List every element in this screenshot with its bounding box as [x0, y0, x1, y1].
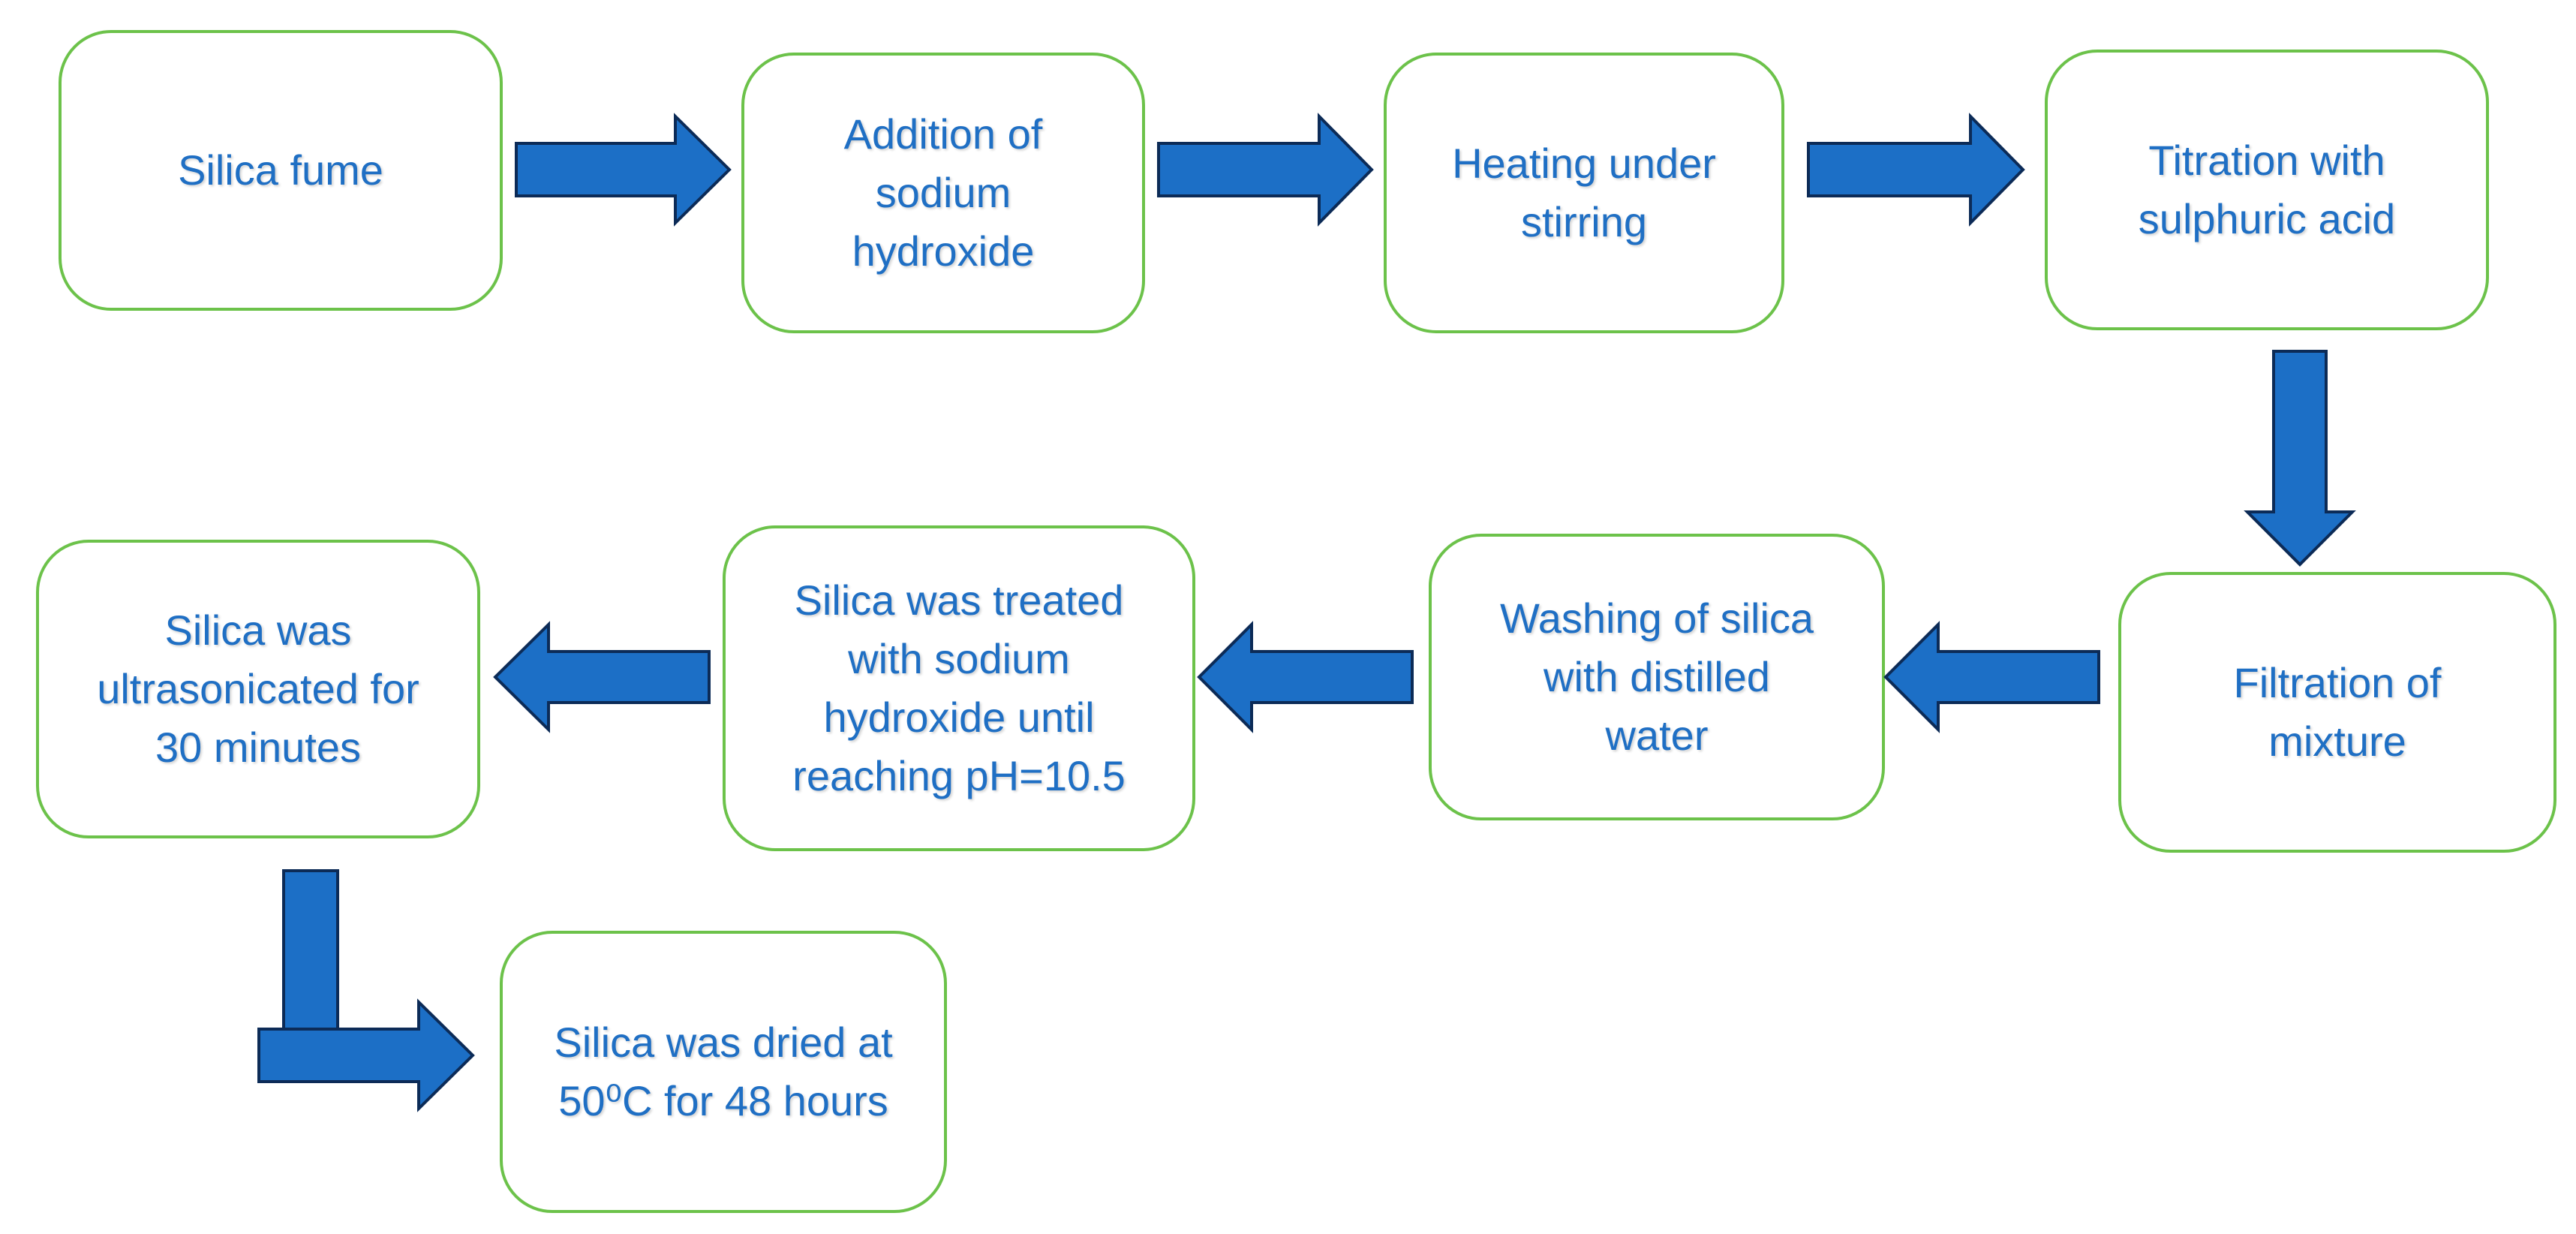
step-silica-dried: Silica was dried at 50⁰C for 48 hours	[500, 931, 947, 1213]
step-label: Silica fume	[178, 146, 383, 194]
step-titration-sulphuric-acid: Titration with sulphuric acid	[2045, 50, 2489, 330]
step-filtration-of-mixture: Filtration of mixture	[2118, 572, 2556, 853]
step-label: Washing of silica with distilled water	[1499, 594, 1814, 759]
step-silica-treated-sodium-hydroxide: Silica was treated with sodium hydroxide…	[723, 525, 1195, 851]
arrow-down-icon	[2244, 350, 2356, 567]
step-washing-of-silica: Washing of silica with distilled water	[1429, 534, 1885, 820]
step-silica-fume: Silica fume	[59, 30, 503, 311]
step-addition-sodium-hydroxide: Addition of sodium hydroxide	[741, 53, 1145, 333]
step-heating-under-stirring: Heating under stirring	[1384, 53, 1784, 333]
step-label: Filtration of mixture	[2233, 659, 2442, 765]
arrow-left-icon	[493, 621, 711, 733]
arrow-right-icon	[1157, 113, 1374, 227]
step-label: Silica was ultrasonicated for 30 minutes	[97, 606, 419, 771]
step-label: Heating under stirring	[1452, 140, 1716, 245]
arrow-right-icon	[1807, 113, 2025, 227]
arrow-right-icon	[257, 998, 475, 1112]
step-label: Silica was dried at 50⁰C for 48 hours	[554, 1019, 893, 1124]
step-label: Addition of sodium hydroxide	[843, 110, 1043, 275]
step-label: Titration with sulphuric acid	[2138, 137, 2396, 242]
arrow-right-icon	[515, 113, 732, 227]
arrow-left-icon	[1197, 621, 1414, 733]
arrow-left-icon	[1883, 621, 2100, 733]
step-label: Silica was treated with sodium hydroxide…	[792, 576, 1126, 799]
step-silica-ultrasonicated: Silica was ultrasonicated for 30 minutes	[36, 540, 480, 838]
